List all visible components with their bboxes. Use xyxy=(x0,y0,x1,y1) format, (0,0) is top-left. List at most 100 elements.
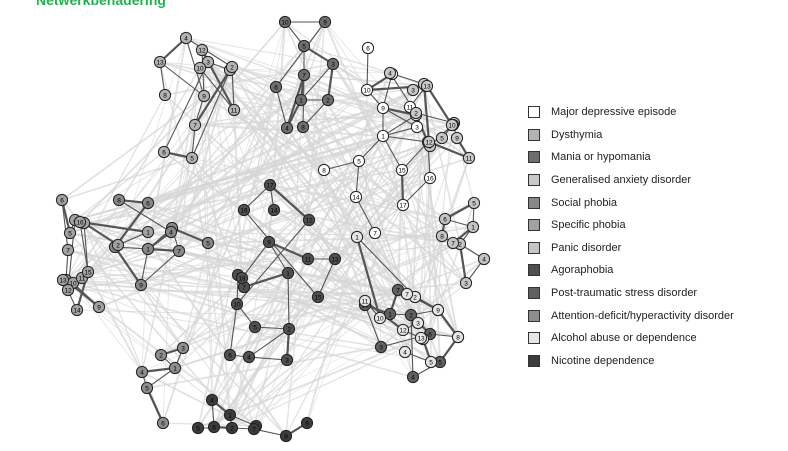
node-agoraphobia-16: 16 xyxy=(237,203,251,217)
node-alcohol-abuse-or-dependence-10: 10 xyxy=(373,311,387,325)
cluster-edge xyxy=(287,272,290,330)
legend-swatch xyxy=(528,287,540,300)
node-circle xyxy=(466,220,480,234)
legend-item-adhd: Attention-deficit/hyperactivity disorder xyxy=(528,304,734,327)
node-dysthymia-6: 6 xyxy=(157,145,171,159)
node-nicotine-dependence-8: 8 xyxy=(279,429,293,443)
node-circle xyxy=(383,66,397,80)
node-circle xyxy=(247,422,261,436)
network-edge xyxy=(300,99,357,198)
node-major-depressive-episode-7: 7 xyxy=(368,226,382,240)
page-title: Netwerkbenadering xyxy=(36,0,166,8)
legend-label: Nicotine dependence xyxy=(551,354,655,367)
node-circle xyxy=(81,265,95,279)
node-specific-phobia-1: 1 xyxy=(141,225,155,239)
node-social-phobia-7: 7 xyxy=(172,244,186,258)
legend-label: Major depressive episode xyxy=(551,106,677,119)
node-specific-phobia-15: 15 xyxy=(81,265,95,279)
node-label: 5 xyxy=(440,135,444,142)
cluster-edge xyxy=(79,221,89,273)
network-edge xyxy=(74,126,418,221)
node-label: 6 xyxy=(428,331,432,338)
node-label: 7 xyxy=(405,291,409,298)
node-label: 11 xyxy=(466,155,473,162)
node-label: 4 xyxy=(184,35,188,42)
node-label: 16 xyxy=(426,175,434,182)
cluster-edge xyxy=(364,304,382,348)
network-edge xyxy=(317,296,441,363)
network-edge xyxy=(67,249,404,331)
legend-label: Attention-deficit/hyperactivity disorder xyxy=(551,309,734,322)
node-label: 13 xyxy=(156,59,164,66)
node-mania-or-hypomania-3: 3 xyxy=(326,57,340,71)
cluster-edge xyxy=(275,21,326,88)
node-alcohol-abuse-or-dependence-4: 4 xyxy=(398,345,412,359)
node-label: 11 xyxy=(79,275,86,282)
node-label: 11 xyxy=(362,298,369,305)
node-circle xyxy=(263,178,277,192)
node-label: 4 xyxy=(140,369,144,376)
network-edge xyxy=(67,289,213,401)
node-label: 13 xyxy=(423,83,431,90)
node-circle xyxy=(267,203,281,217)
cluster-edge xyxy=(401,141,429,171)
node-circle xyxy=(201,236,215,250)
node-circle xyxy=(459,276,473,290)
network-edge xyxy=(286,127,408,295)
network-edge xyxy=(456,137,475,204)
node-dysthymia-13: 13 xyxy=(153,55,167,69)
network-edge xyxy=(162,86,277,424)
node-label: 9 xyxy=(267,239,271,246)
node-circle xyxy=(269,80,283,94)
node-dysthymia-7: 7 xyxy=(188,118,202,132)
node-circle xyxy=(158,88,172,102)
node-circle xyxy=(227,103,241,117)
node-major-depressive-episode-8: 8 xyxy=(317,163,331,177)
cluster-edge xyxy=(402,177,431,206)
node-circle xyxy=(248,320,262,334)
node-label: 6 xyxy=(162,149,166,156)
node-circle xyxy=(398,345,412,359)
node-social-phobia-9: 9 xyxy=(134,278,148,292)
node-circle xyxy=(134,278,148,292)
cluster-edge xyxy=(355,236,382,319)
node-label: 7 xyxy=(396,287,400,294)
node-major-depressive-episode-15: 15 xyxy=(395,163,409,177)
node-alcohol-abuse-or-dependence-1: 1 xyxy=(350,230,364,244)
legend-item-alcohol: Alcohol abuse or dependence xyxy=(528,327,734,350)
node-label: 11 xyxy=(407,104,414,111)
node-social-phobia-1: 1 xyxy=(141,242,155,256)
node-circle xyxy=(112,193,126,207)
network-edge xyxy=(67,135,384,251)
node-circle xyxy=(435,229,449,243)
network-edge xyxy=(62,279,231,416)
node-label: 12 xyxy=(64,287,72,294)
node-mania-or-hypomania-1: 1 xyxy=(294,93,308,107)
node-circle xyxy=(168,361,182,375)
node-label: 12 xyxy=(305,217,313,224)
node-social-phobia-6: 6 xyxy=(141,196,155,210)
node-label: 2 xyxy=(413,294,417,301)
node-circle xyxy=(406,83,420,97)
node-label: 2 xyxy=(458,241,462,248)
node-circle xyxy=(195,43,209,57)
node-circle xyxy=(225,60,239,74)
cluster-edge xyxy=(426,85,453,126)
node-major-depressive-episode-10: 10 xyxy=(360,83,374,97)
node-circle xyxy=(296,120,310,134)
node-circle xyxy=(406,370,420,384)
network-edge xyxy=(159,61,453,126)
network-edge xyxy=(146,37,188,250)
node-circle xyxy=(349,190,363,204)
network-edge xyxy=(211,243,461,401)
network-edge xyxy=(201,49,422,339)
node-label: 3 xyxy=(206,59,210,66)
node-label: 1 xyxy=(146,246,150,253)
node-circle xyxy=(410,120,424,134)
node-circle xyxy=(176,341,190,355)
legend-swatch xyxy=(528,309,540,322)
node-label: 17 xyxy=(266,182,274,189)
node-label: 5 xyxy=(196,425,200,432)
node-label: 3 xyxy=(464,280,468,287)
node-label: 9 xyxy=(305,420,309,427)
